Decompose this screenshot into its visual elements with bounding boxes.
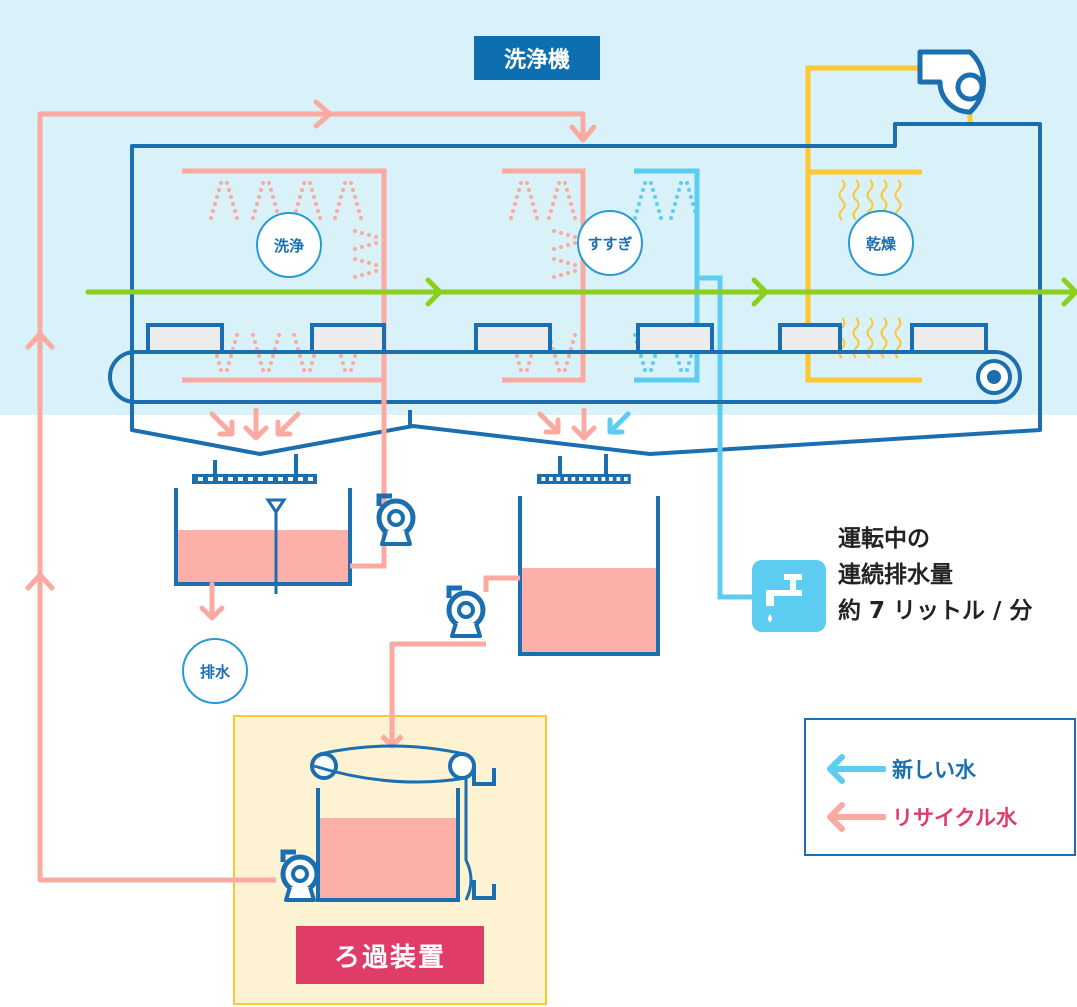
conveyor-direction-arrow [85, 277, 1077, 307]
legend-recycle-label: リサイクル水 [892, 806, 1017, 830]
machine-outline [130, 122, 1042, 456]
continuous-drain-text: 運転中の 連続排水量 約 7 リットル / 分 [838, 521, 1032, 629]
recycle-pipe [37, 111, 586, 883]
drain-text-line2: 連続排水量 [838, 562, 953, 588]
wash-tank [174, 488, 352, 586]
conveyor-belt [108, 350, 1022, 404]
filter-tank [316, 788, 460, 902]
tray [146, 323, 988, 352]
filter-unit-label: ろ過装置 [296, 926, 484, 984]
faucet-icon [752, 560, 826, 632]
arrow-left-icon [827, 754, 886, 784]
blower-fan-icon [917, 49, 986, 115]
pump-icon [379, 496, 413, 544]
machine-title: 洗浄機 [474, 36, 600, 80]
arrow-left-icon [827, 802, 886, 832]
rinse-tank [518, 496, 660, 656]
drive-roller-icon [976, 359, 1012, 395]
stage-label-rinse: すすぎ [577, 210, 643, 276]
legend-fresh: 新しい水 [824, 754, 976, 784]
legend-recycle: リサイクル水 [824, 802, 1017, 832]
stage-label-dry: 乾燥 [848, 210, 914, 276]
legend: 新しい水 リサイクル水 [804, 718, 1076, 856]
drain-text-line3: 約 7 リットル / 分 [838, 598, 1033, 624]
stage-label-wash: 洗浄 [256, 212, 322, 278]
legend-fresh-label: 新しい水 [892, 758, 976, 782]
drain-text-line1: 運転中の [838, 526, 930, 552]
drain-label: 排水 [182, 638, 248, 704]
